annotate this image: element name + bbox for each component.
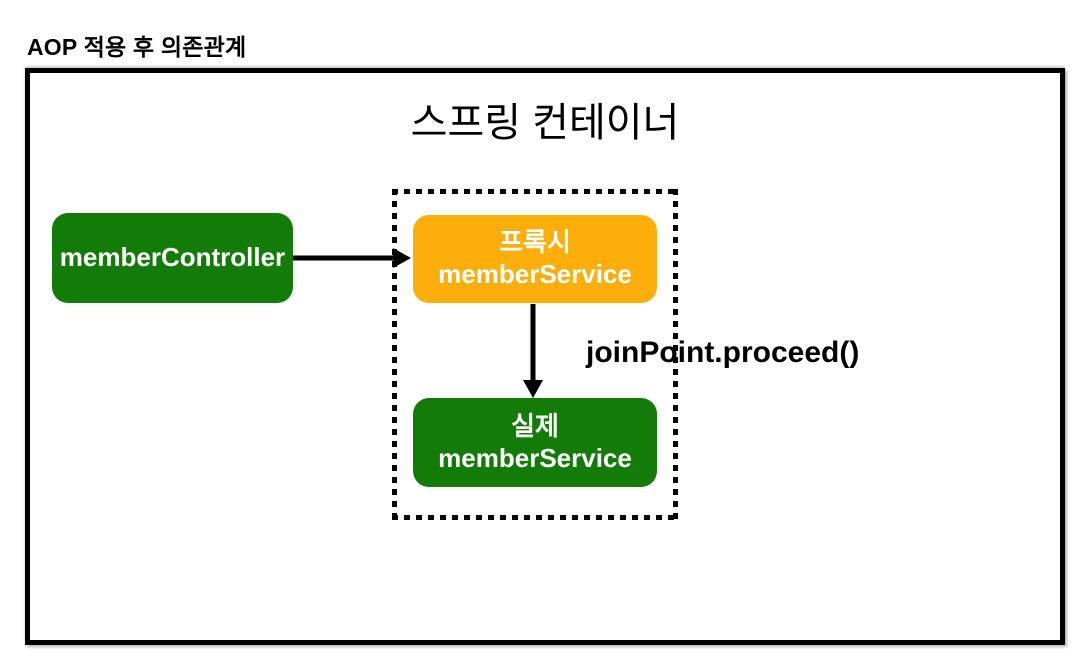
- node-member-controller-label: memberController: [59, 242, 286, 273]
- edge-label-joinpoint-proceed: joinPoint.proceed(): [586, 336, 860, 369]
- node-member-controller: memberController: [52, 213, 293, 303]
- node-proxy-label-line1: 프록시: [499, 227, 571, 258]
- page-title: AOP 적용 후 의존관계: [27, 34, 247, 60]
- node-real-label-line1: 실제: [511, 410, 559, 441]
- node-proxy-member-service: 프록시 memberService: [413, 215, 657, 303]
- spring-container-title: 스프링 컨테이너: [410, 101, 680, 145]
- node-proxy-label-line2: memberService: [438, 259, 632, 289]
- node-real-member-service: 실제 memberService: [413, 398, 657, 487]
- arrow-head: [523, 380, 543, 398]
- arrow-proxy-to-real: [523, 304, 543, 398]
- node-real-label-line2: memberService: [438, 442, 632, 473]
